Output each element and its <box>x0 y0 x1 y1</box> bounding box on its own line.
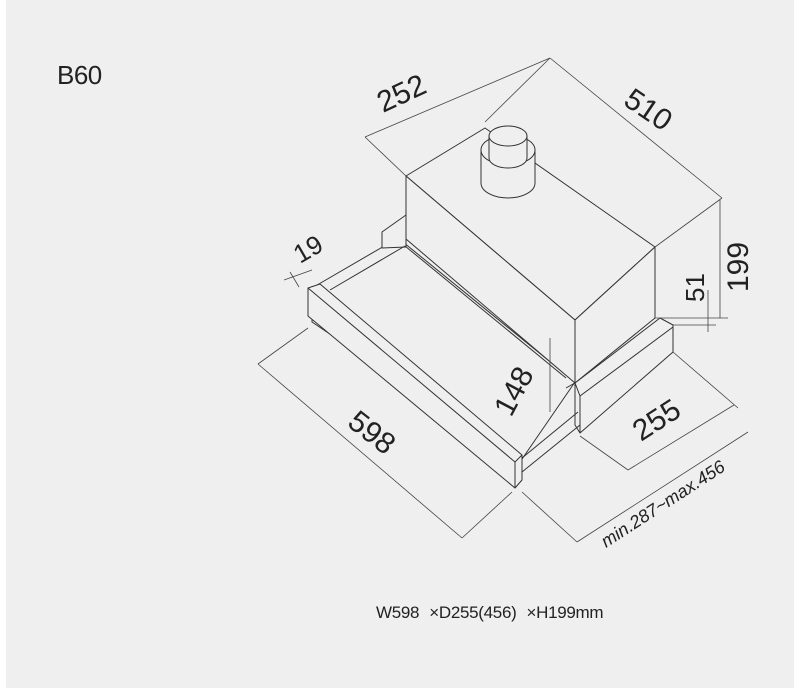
dim-19: 19 <box>288 229 328 269</box>
front-panel <box>307 283 523 489</box>
dim-51: 51 <box>680 273 710 302</box>
dim-extension-range: min.287~max.456 <box>597 456 729 552</box>
dimension-lines <box>257 57 749 543</box>
model-name: B60 <box>57 60 102 90</box>
dim-199: 199 <box>722 242 755 292</box>
dim-510: 510 <box>618 82 678 137</box>
caption-height: ×H199mm <box>526 603 604 622</box>
rear-clip <box>381 214 407 249</box>
duct-collar <box>480 125 536 199</box>
dim-598: 598 <box>342 405 402 462</box>
caption-depth: ×D255(456) <box>429 603 517 622</box>
dim-252: 252 <box>372 68 431 119</box>
dimension-caption: W598 ×D255(456) ×H199mm <box>376 603 613 623</box>
hood-outline <box>307 127 674 489</box>
caption-width: W598 <box>376 603 420 622</box>
